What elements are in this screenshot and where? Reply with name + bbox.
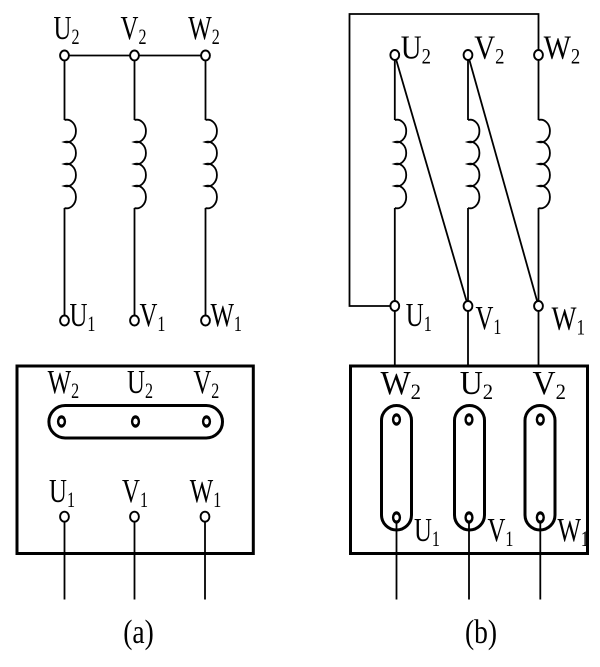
svg-text:W2: W2 [188, 9, 219, 49]
svg-text:V2: V2 [121, 9, 147, 49]
svg-text:U2: U2 [460, 365, 493, 404]
svg-text:W2: W2 [380, 365, 420, 404]
svg-text:W1: W1 [552, 299, 586, 340]
svg-text:W1: W1 [190, 472, 221, 512]
svg-text:U1: U1 [406, 296, 432, 336]
svg-text:V2: V2 [193, 363, 219, 403]
svg-text:U1: U1 [49, 472, 75, 512]
svg-text:(b): (b) [465, 612, 497, 650]
svg-text:U2: U2 [127, 363, 153, 403]
svg-text:W2: W2 [544, 28, 581, 69]
svg-text:V1: V1 [476, 299, 502, 339]
svg-text:U1: U1 [70, 296, 96, 336]
svg-text:(a): (a) [123, 612, 154, 650]
svg-text:U2: U2 [401, 28, 431, 69]
svg-text:V1: V1 [122, 472, 148, 512]
svg-text:W2: W2 [48, 363, 79, 403]
svg-text:U2: U2 [54, 9, 80, 49]
svg-text:V2: V2 [532, 365, 565, 404]
svg-text:V1: V1 [488, 511, 514, 551]
svg-text:W1: W1 [558, 511, 589, 551]
svg-text:V2: V2 [474, 28, 504, 69]
svg-text:U1: U1 [414, 511, 440, 551]
svg-text:V1: V1 [140, 296, 166, 336]
svg-text:W1: W1 [211, 296, 242, 336]
